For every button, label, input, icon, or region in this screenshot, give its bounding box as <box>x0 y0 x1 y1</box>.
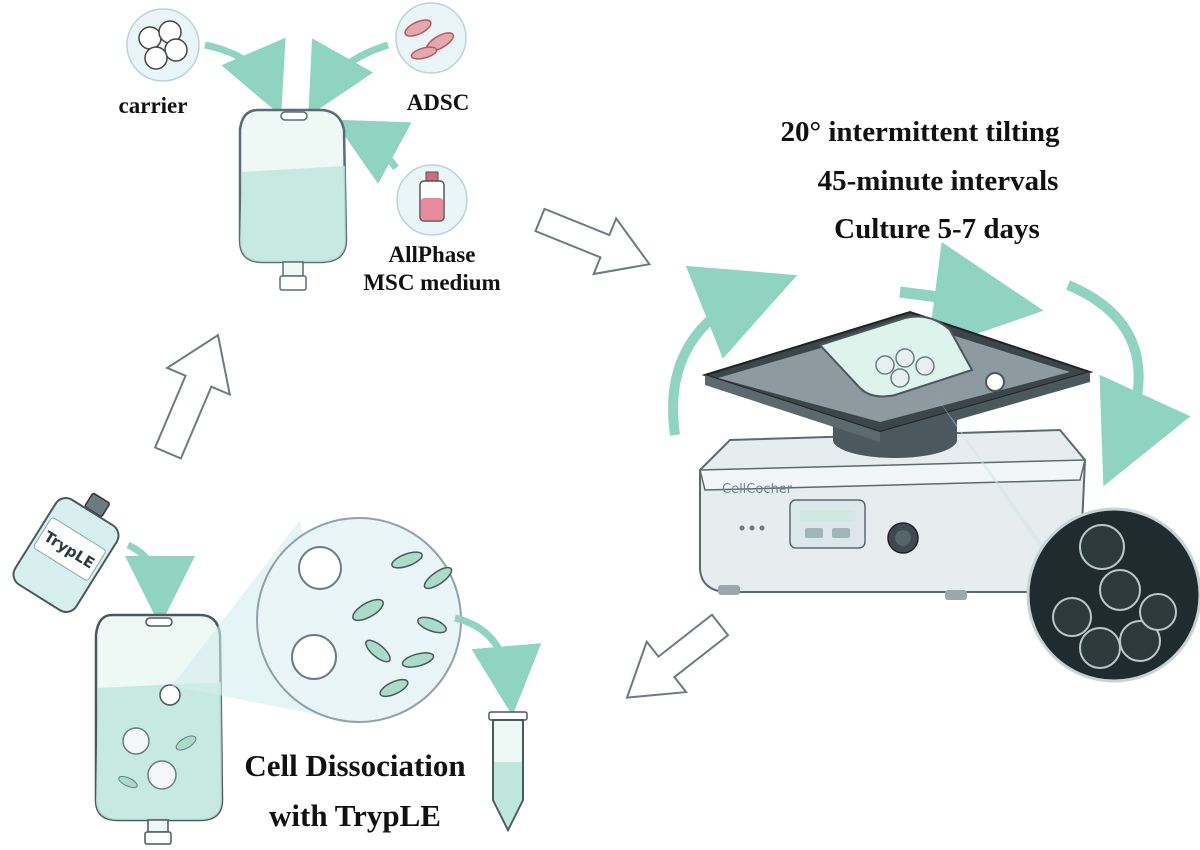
culture-duration-label: Culture 5-7 days <box>834 213 1040 245</box>
tilt-top-arrow <box>899 241 1044 352</box>
dissociation-magnified-view <box>256 517 462 723</box>
magnified-to-tube-arrow <box>454 614 542 716</box>
tryple-to-bag-arrow <box>124 541 195 626</box>
adsc-to-bag-arrow <box>308 38 390 117</box>
tilt-left-arrow <box>668 265 798 436</box>
tilting-label: 20° intermittent tilting <box>781 116 1060 148</box>
dissociation-label-line2: with TrypLE <box>269 798 441 833</box>
adsc-cells-icon <box>395 2 467 74</box>
carrier-label: carrier <box>119 93 188 118</box>
medium-to-bag-arrow <box>333 119 412 184</box>
to-rocker-arrow <box>534 207 652 276</box>
dissociation-label-line1: Cell Dissociation <box>244 748 465 783</box>
centrifuge-tube-icon <box>488 711 528 833</box>
medium-label-line1: AllPhase <box>389 242 476 267</box>
culture-bag-icon <box>238 108 348 291</box>
medium-label-line2: MSC medium <box>363 270 500 295</box>
to-top-bag-arrow <box>153 333 232 460</box>
device-brand-label: CellCocher <box>722 482 793 497</box>
microscope-view-icon <box>1026 507 1200 683</box>
intervals-label: 45-minute intervals <box>818 165 1059 197</box>
tilt-right-arrow <box>1066 280 1191 487</box>
tryple-bottle-icon: TrypLE <box>12 492 120 613</box>
carrier-beads-icon <box>126 8 200 82</box>
adsc-label: ADSC <box>407 90 470 115</box>
medium-bottle-icon <box>396 164 468 236</box>
carrier-to-bag-arrow <box>204 37 286 116</box>
rocker-device-icon: CellCocher <box>699 310 1094 600</box>
to-dissociation-arrow <box>625 613 730 699</box>
